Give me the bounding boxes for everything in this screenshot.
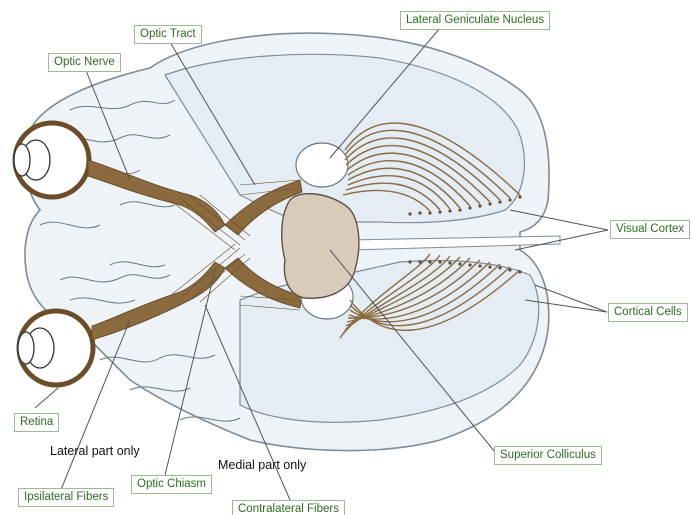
- label-cortical-cells[interactable]: Cortical Cells: [608, 303, 688, 322]
- note-lateral-part-only: Lateral part only: [50, 444, 140, 458]
- label-retina[interactable]: Retina: [14, 413, 59, 432]
- label-optic-chiasm[interactable]: Optic Chiasm: [131, 475, 212, 494]
- label-visual-cortex[interactable]: Visual Cortex: [610, 220, 690, 239]
- label-superior-colliculus[interactable]: Superior Colliculus: [494, 446, 602, 465]
- label-ipsilateral-fibers[interactable]: Ipsilateral Fibers: [18, 488, 114, 507]
- left-eye-lower: [18, 311, 93, 385]
- label-optic-nerve[interactable]: Optic Nerve: [48, 53, 121, 72]
- label-contralateral-fibers[interactable]: Contralateral Fibers: [232, 500, 345, 515]
- label-optic-tract[interactable]: Optic Tract: [134, 25, 202, 44]
- note-medial-part-only: Medial part only: [218, 458, 306, 472]
- left-eye-upper: [14, 123, 89, 197]
- superior-colliculus-shape: [282, 194, 359, 299]
- lgn-upper: [296, 143, 348, 187]
- label-lateral-geniculate-nucleus[interactable]: Lateral Geniculate Nucleus: [400, 11, 550, 30]
